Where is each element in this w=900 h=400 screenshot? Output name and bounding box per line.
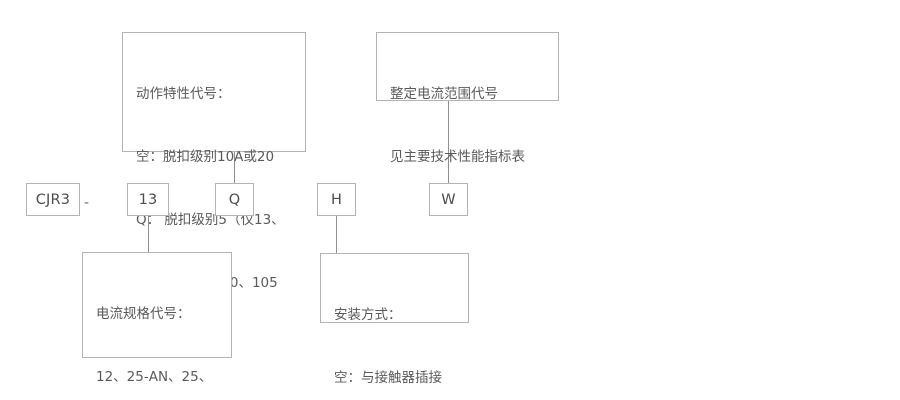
note-line: 见主要技术性能指标表	[390, 149, 525, 165]
mounting-type-note: 安装方式： 空：与接触器插接 H 独立安装	[320, 253, 469, 386]
code-box-series: CJR3	[26, 183, 80, 216]
connector-setting-current-range	[448, 100, 449, 183]
code-box-setting-current-range: W	[429, 183, 468, 216]
code-box-mounting-type: H	[317, 183, 356, 216]
connector-current-rating	[148, 215, 149, 252]
action-characteristic-note: 动作特性代号： 空：脱扣级别10A或20 Q： 脱扣级别5（仅13、 25-AN…	[122, 32, 306, 354]
code-separator-dash: -	[84, 195, 90, 211]
code-label: 13	[138, 191, 158, 208]
note-line: 整定电流范围代号	[390, 86, 498, 102]
connector-mounting-type	[336, 215, 337, 253]
connector-action-characteristic	[234, 151, 235, 183]
note-line: 电流规格代号：	[96, 306, 191, 322]
current-rating-note: 电流规格代号： 12、25-AN、25、 50、105B、105、 160B、1…	[82, 252, 232, 385]
code-box-current-rating: 13	[127, 183, 169, 216]
note-line: 安装方式：	[334, 307, 402, 323]
code-label: Q	[228, 191, 241, 208]
code-label: W	[441, 191, 456, 208]
code-label: CJR3	[35, 191, 71, 208]
note-line: 12、25-AN、25、	[96, 369, 213, 385]
code-box-action-characteristic: Q	[215, 183, 254, 216]
note-line: 空：脱扣级别10A或20	[136, 149, 275, 165]
note-line: 动作特性代号：	[136, 86, 231, 102]
note-line: Q： 脱扣级别5（仅13、	[136, 212, 285, 228]
note-line: 空：与接触器插接	[334, 370, 442, 386]
code-label: H	[330, 191, 343, 208]
setting-current-range-note: 整定电流范围代号 见主要技术性能指标表	[376, 32, 559, 165]
